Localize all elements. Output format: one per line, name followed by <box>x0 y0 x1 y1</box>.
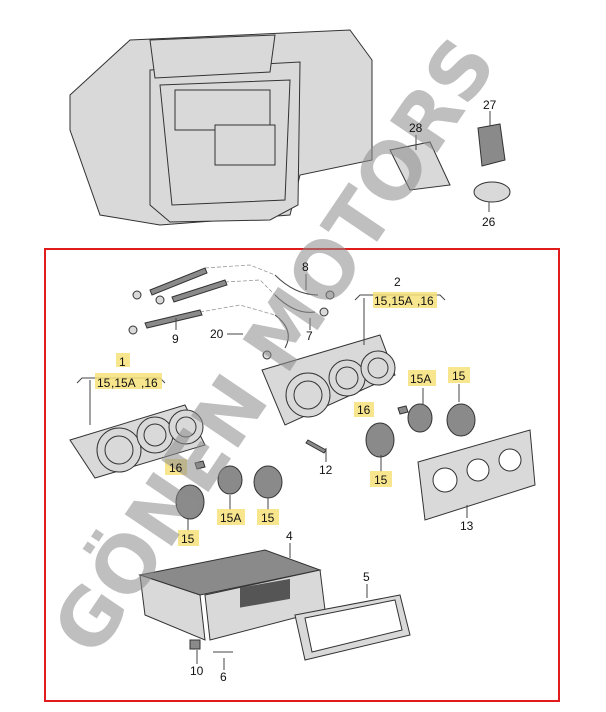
callout-16-right[interactable]: 16 <box>357 403 371 417</box>
callout-15-left-lower[interactable]: 15 <box>181 532 195 546</box>
callout-15-left[interactable]: 15 <box>261 511 275 525</box>
highlights <box>95 292 470 546</box>
callout-15-right-lower[interactable]: 15 <box>374 473 388 487</box>
climate-control-4-5 <box>138 549 411 661</box>
callout-13[interactable]: 13 <box>460 519 474 533</box>
callout-9[interactable]: 9 <box>172 332 179 346</box>
callout-15-group1[interactable]: 15 <box>97 376 111 390</box>
callout-16-left[interactable]: 16 <box>169 461 183 475</box>
callout-15a-right[interactable]: 15A <box>410 372 431 386</box>
callout-8[interactable]: 8 <box>302 260 309 274</box>
dashboard-illustration <box>69 29 373 226</box>
callout-7[interactable]: 7 <box>306 329 313 343</box>
callout-27[interactable]: 27 <box>483 98 497 112</box>
control-unit-1 <box>69 404 283 520</box>
callout-15a-group1[interactable]: ,15A <box>111 376 136 390</box>
callout-15a-left[interactable]: 15A <box>220 511 241 525</box>
callout-5[interactable]: 5 <box>363 570 370 584</box>
callouts: 27 28 26 8 2 15 ,15A ,16 9 20 7 1 15 ,15… <box>97 98 497 684</box>
callout-28[interactable]: 28 <box>409 121 423 135</box>
callout-16-group2[interactable]: ,16 <box>417 294 434 308</box>
callout-26[interactable]: 26 <box>482 215 496 229</box>
assembly-frame <box>44 248 560 702</box>
cables <box>128 264 335 360</box>
callout-12[interactable]: 12 <box>319 463 333 477</box>
callout-20[interactable]: 20 <box>210 327 224 341</box>
parts-26-27-28 <box>389 111 511 212</box>
callout-4[interactable]: 4 <box>286 529 293 543</box>
callout-1[interactable]: 1 <box>119 355 126 369</box>
callout-2[interactable]: 2 <box>394 275 401 289</box>
callout-15-right[interactable]: 15 <box>452 369 466 383</box>
callout-15a-group2[interactable]: ,15A <box>388 294 413 308</box>
callout-10[interactable]: 10 <box>190 664 204 678</box>
callout-16-group1[interactable]: ,16 <box>141 376 158 390</box>
control-unit-2 <box>261 334 536 521</box>
callout-15-group2[interactable]: 15 <box>374 294 388 308</box>
callout-6[interactable]: 6 <box>220 670 227 684</box>
